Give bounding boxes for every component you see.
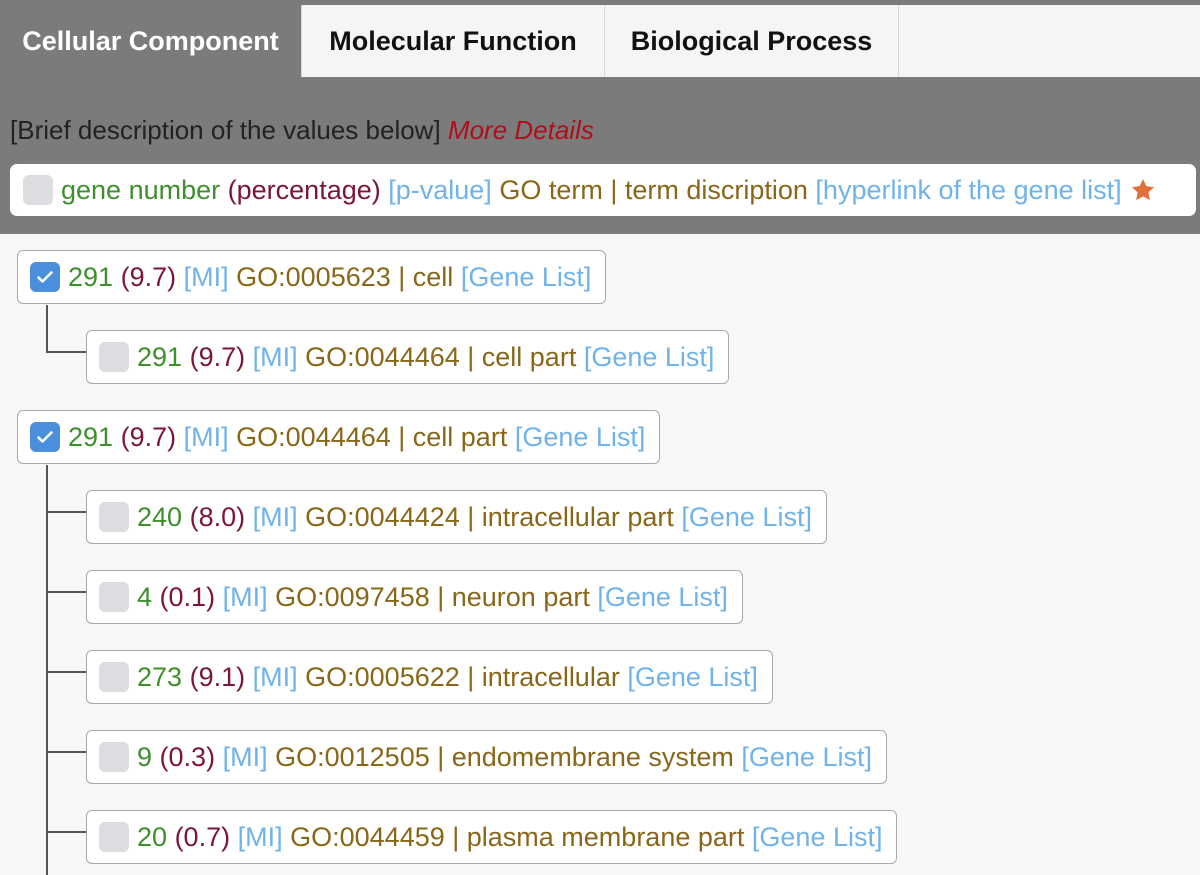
legend-percentage: (percentage) [227,174,381,205]
p-value: [MI] [183,261,229,292]
tree-node: 291 (9.7) [MI] GO:0044464 | cell part [G… [86,330,730,384]
gene-percentage: (8.0) [189,501,246,532]
legend-go-term: GO term | term discription [499,174,808,205]
go-term: GO:0005622 | intracellular [305,661,620,692]
tab-biological-process[interactable]: Biological Process [605,5,899,77]
tab-molecular-function[interactable]: Molecular Function [302,5,605,77]
go-term: GO:0097458 | neuron part [275,581,590,612]
tree-node: 291 (9.7) [MI] GO:0044464 | cell part [G… [17,410,661,464]
gene-count: 291 [68,261,114,292]
tree-node: 240 (8.0) [MI] GO:0044424 | intracellula… [86,490,827,544]
gene-list-link[interactable]: [Gene List] [741,741,872,772]
gene-list-link[interactable]: [Gene List] [514,421,646,452]
p-value: [MI] [252,501,298,532]
gene-list-link[interactable]: [Gene List] [751,821,883,852]
p-value: [MI] [183,421,229,452]
go-term: GO:0044464 | cell part [236,421,508,452]
gene-count: 273 [137,661,183,692]
gene-count: 20 [137,821,168,852]
gene-percentage: (0.1) [159,581,216,612]
gene-list-link[interactable]: [Gene List] [627,661,758,692]
tree-connector [46,831,87,833]
tree-connector [46,465,48,875]
p-value: [MI] [222,581,268,612]
tree-node: 291 (9.7) [MI] GO:0005623 | cell [Gene L… [17,250,607,304]
go-term: GO:0044459 | plasma membrane part [290,821,745,852]
node-checkbox[interactable] [99,742,129,772]
tree-node: 9 (0.3) [MI] GO:0012505 | endomembrane s… [86,730,887,784]
node-checkbox[interactable] [99,822,129,852]
star-icon[interactable] [1130,177,1156,203]
tree-node: 20 (0.7) [MI] GO:0044459 | plasma membra… [86,810,898,864]
brief-description: [Brief description of the values below] … [10,115,594,146]
gene-percentage: (9.7) [189,341,246,372]
p-value: [MI] [237,821,283,852]
tree-connector [46,671,87,673]
p-value: [MI] [252,661,298,692]
tab-cellular-component[interactable]: Cellular Component [0,5,302,77]
tree-node: 273 (9.1) [MI] GO:0005622 | intracellula… [86,650,773,704]
node-checkbox[interactable] [30,262,60,292]
tree-node: 4 (0.1) [MI] GO:0097458 | neuron part [G… [86,570,743,624]
legend-gene-number: gene number [61,174,221,205]
gene-count: 291 [137,341,183,372]
tab-bar-filler [899,5,1200,77]
gene-percentage: (9.7) [120,261,177,292]
gene-percentage: (9.1) [189,661,246,692]
gene-count: 240 [137,501,183,532]
go-term: GO:0005623 | cell [236,261,454,292]
gene-count: 9 [137,741,153,772]
legend-checkbox[interactable] [23,175,53,205]
tree-connector [46,591,87,593]
gene-percentage: (0.7) [174,821,231,852]
go-term: GO:0012505 | endomembrane system [275,741,734,772]
node-checkbox[interactable] [99,582,129,612]
tree-connector [46,351,87,353]
gene-list-link[interactable]: [Gene List] [597,581,728,612]
more-details-link[interactable]: More Details [447,115,594,145]
node-checkbox[interactable] [99,342,129,372]
node-checkbox[interactable] [30,422,60,452]
gene-percentage: (0.3) [159,741,216,772]
node-checkbox[interactable] [99,662,129,692]
legend-hyperlink: [hyperlink of the gene list] [815,174,1122,205]
gene-list-link[interactable]: [Gene List] [583,341,715,372]
gene-list-link[interactable]: [Gene List] [681,501,812,532]
gene-count: 291 [68,421,114,452]
tree-connector [46,751,87,753]
brief-description-text: [Brief description of the values below] [10,115,441,145]
gene-percentage: (9.7) [120,421,177,452]
p-value: [MI] [222,741,268,772]
tree-connector [46,305,48,352]
legend-row: gene number (percentage) [p-value] GO te… [10,164,1196,216]
gene-list-link[interactable]: [Gene List] [460,261,592,292]
legend-pvalue: [p-value] [388,174,492,205]
p-value: [MI] [252,341,298,372]
node-checkbox[interactable] [99,502,129,532]
gene-count: 4 [137,581,153,612]
tree-connector [46,511,87,513]
go-term: GO:0044424 | intracellular part [305,501,674,532]
go-term: GO:0044464 | cell part [305,341,577,372]
